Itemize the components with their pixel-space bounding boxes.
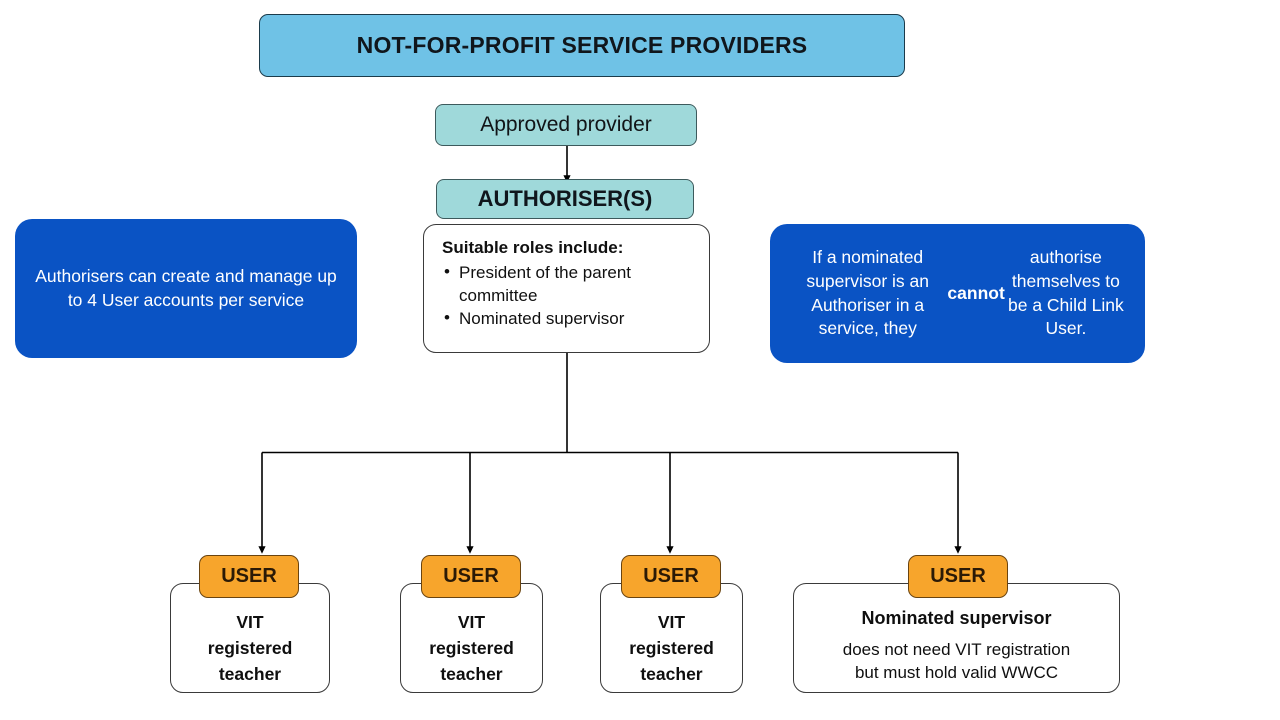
card-user-4-sub-line-2: but must hold valid WWCC <box>854 663 1059 683</box>
node-authoriser-body: Suitable roles include: President of the… <box>423 224 710 353</box>
card-user-3-line-2: registered <box>629 637 714 658</box>
badge-user-1: USER <box>199 555 299 598</box>
badge-user-2: USER <box>421 555 521 598</box>
card-user-4: Nominated supervisor does not need VIT r… <box>793 583 1120 693</box>
card-user-2-line-1: VIT <box>457 612 486 632</box>
callout-right-text-before: If a nominated supervisor is an Authoris… <box>806 246 929 339</box>
callout-authoriser-account-limit: Authorisers can create and manage up to … <box>15 219 357 358</box>
node-approved-provider: Approved provider <box>435 104 697 146</box>
badge-user-3: USER <box>621 555 721 598</box>
card-user-4-sub-line-1: does not need VIT registration <box>842 640 1071 660</box>
badge-user-4: USER <box>908 555 1008 598</box>
node-authoriser-head: AUTHORISER(S) <box>436 179 694 219</box>
card-user-2-line-3: teacher <box>440 663 503 684</box>
card-user-3-line-3: teacher <box>640 663 703 684</box>
card-user-3: VIT registered teacher <box>600 583 743 693</box>
diagram-title-banner: NOT-FOR-PROFIT SERVICE PROVIDERS <box>259 14 905 77</box>
callout-nominated-supervisor-restriction: If a nominated supervisor is an Authoris… <box>770 224 1145 363</box>
authoriser-role-item: President of the parent committee <box>442 261 695 308</box>
authoriser-roles-list: President of the parent committee Nomina… <box>442 261 695 331</box>
authoriser-roles-heading: Suitable roles include: <box>442 238 624 257</box>
card-user-1-line-2: registered <box>207 637 293 658</box>
callout-right-text-after: authorise themselves to be a Child Link … <box>1008 246 1124 339</box>
card-user-2: VIT registered teacher <box>400 583 543 693</box>
authoriser-role-item: Nominated supervisor <box>442 307 695 331</box>
card-user-2-line-2: registered <box>429 637 514 658</box>
card-user-1-line-3: teacher <box>218 663 282 684</box>
card-user-1-line-1: VIT <box>236 612 264 632</box>
card-user-3-line-1: VIT <box>657 612 686 632</box>
card-user-4-title: Nominated supervisor <box>861 608 1052 628</box>
callout-right-emphasis: cannot <box>947 282 1005 303</box>
card-user-1: VIT registered teacher <box>170 583 330 693</box>
